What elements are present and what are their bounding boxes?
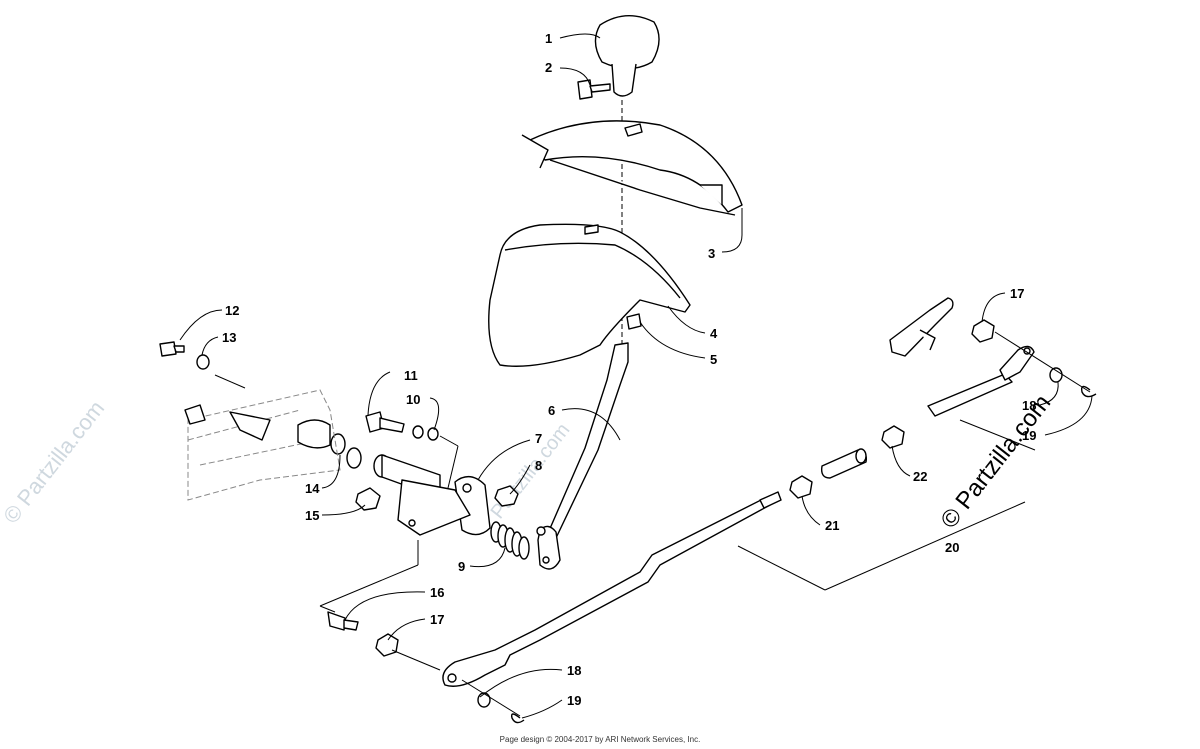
callout-8: 8: [535, 458, 542, 473]
part-washer-18-upper[interactable]: [1049, 367, 1063, 383]
part-pivot-shaft[interactable]: [373, 454, 471, 536]
callout-21: 21: [825, 518, 839, 533]
watermark-faint-left: © Partzilla.com: [0, 396, 109, 528]
part-screw[interactable]: [577, 79, 611, 100]
part-bushing[interactable]: [626, 313, 642, 330]
part-ball-joint-16[interactable]: [327, 611, 359, 631]
callout-9: 9: [458, 559, 465, 574]
part-shift-lever[interactable]: [536, 342, 629, 570]
callout-7: 7: [535, 431, 542, 446]
part-upper-shroud[interactable]: [521, 120, 743, 216]
leader-lines: [179, 33, 1093, 719]
part-bolt-11[interactable]: [365, 411, 405, 433]
callout-2: 2: [545, 60, 552, 75]
callout-5: 5: [710, 352, 717, 367]
callout-18-lower: 18: [567, 663, 581, 678]
callout-11: 11: [404, 368, 418, 383]
callout-20: 20: [945, 540, 959, 555]
callout-19-upper: 19: [1022, 428, 1036, 443]
part-nut-22[interactable]: [881, 425, 905, 449]
part-nut-17-lower[interactable]: [375, 633, 399, 657]
part-spring[interactable]: [490, 521, 530, 560]
part-nut-15[interactable]: [355, 487, 381, 511]
callout-10: 10: [406, 392, 420, 407]
part-knob[interactable]: [594, 15, 660, 97]
callout-16: 16: [430, 585, 444, 600]
part-nut-17-upper[interactable]: [971, 319, 995, 343]
assembly-lines: [214, 331, 1091, 717]
page-footer: Page design © 2004-2017 by ARI Network S…: [499, 735, 701, 744]
part-nut-21[interactable]: [789, 475, 813, 499]
part-coupler[interactable]: [820, 448, 868, 479]
callout-17-lower: 17: [430, 612, 444, 627]
callout-19-lower: 19: [567, 693, 581, 708]
part-o-rings[interactable]: [330, 433, 362, 469]
part-shift-rod-lower[interactable]: [442, 491, 782, 687]
frame-section: [184, 389, 341, 501]
part-clip-19-lower[interactable]: [510, 713, 525, 724]
part-bolt-12[interactable]: [159, 341, 185, 357]
part-upper-linkage[interactable]: [889, 297, 954, 357]
part-washer-13[interactable]: [196, 354, 210, 370]
callout-15: 15: [305, 508, 319, 523]
part-washer-18-lower[interactable]: [477, 692, 491, 708]
callout-labels: 1 2 3 4 5 6 7 8 9 10 11 12 13 14 15 16 1…: [222, 31, 1036, 708]
callout-14: 14: [305, 481, 320, 496]
callout-22: 22: [913, 469, 927, 484]
callout-13: 13: [222, 330, 236, 345]
part-shift-rod-upper[interactable]: [927, 345, 1035, 417]
callout-1: 1: [545, 31, 552, 46]
part-lower-boot[interactable]: [488, 223, 691, 367]
callout-18-upper: 18: [1022, 398, 1036, 413]
callout-3: 3: [708, 246, 715, 261]
part-pivot-bracket[interactable]: [454, 476, 491, 536]
callout-17-upper: 17: [1010, 286, 1024, 301]
watermark-main: © Partzilla.com: [935, 390, 1056, 534]
part-washers-10[interactable]: [412, 425, 439, 441]
callout-6: 6: [548, 403, 555, 418]
callout-12: 12: [225, 303, 239, 318]
callout-4: 4: [710, 326, 718, 341]
